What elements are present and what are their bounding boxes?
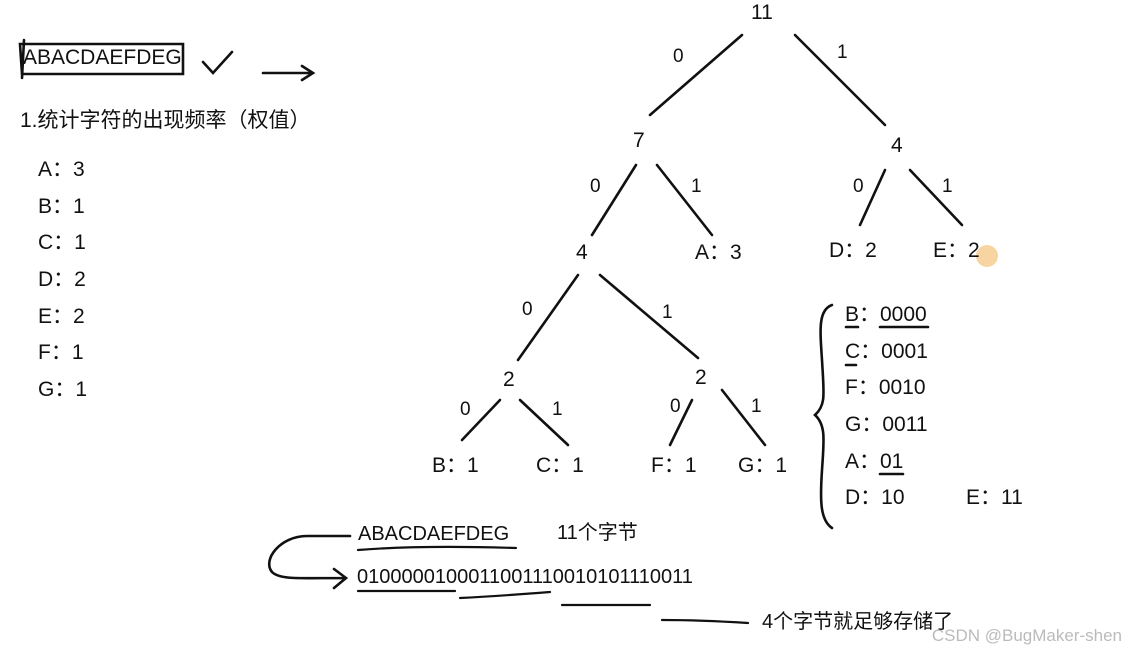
original-size: 11个字节 [557, 522, 638, 544]
edge-label: 1 [942, 176, 953, 197]
tree-node: 7 [633, 129, 645, 152]
frequency-item: F：1 [38, 341, 84, 364]
code-item: C：0001 [845, 340, 928, 363]
tree-leaf: G：1 [738, 454, 788, 477]
tree-leaf: D：2 [829, 239, 877, 262]
code-item: E：11 [966, 486, 1023, 509]
edge-label: 0 [670, 396, 681, 417]
code-item: F：0010 [845, 376, 926, 399]
encoded-bits: 0100000100011001110010101110011 [357, 566, 693, 588]
tree-leaf: F：1 [651, 454, 697, 477]
frequency-item: E：2 [38, 305, 85, 328]
code-item: A：01 [845, 450, 904, 473]
tree-node-root: 11 [751, 1, 773, 24]
frequency-item: G：1 [38, 378, 88, 401]
loop-arrow-icon [267, 534, 352, 590]
brace [813, 303, 834, 530]
input-box [18, 38, 185, 80]
input-string: ABACDAEFDEG [23, 46, 182, 69]
code-item: D：10 [845, 486, 905, 509]
tree-edges [460, 33, 964, 447]
tree-node: 2 [503, 368, 515, 391]
tree-node: 4 [576, 241, 588, 264]
original-string: ABACDAEFDEG [358, 523, 510, 545]
edge-label: 1 [662, 302, 673, 323]
arrow-right-icon [261, 64, 316, 82]
edge-label: 0 [673, 46, 684, 67]
edge-label: 1 [552, 399, 563, 420]
frequency-item: B：1 [38, 195, 85, 218]
edge-label: 0 [522, 299, 533, 320]
tree-leaf: B：1 [432, 454, 479, 477]
tree-leaf: E：2 [933, 239, 980, 262]
tree-leaf: A：3 [695, 241, 742, 264]
frequency-item: A：3 [38, 158, 85, 181]
edge-label: 1 [751, 396, 762, 417]
edge-label: 0 [853, 176, 864, 197]
tree-node: 4 [891, 134, 903, 157]
tree-node: 2 [695, 366, 707, 389]
code-item: B：0000 [845, 303, 927, 326]
frequency-item: C：1 [38, 231, 86, 254]
check-mark-icon [201, 50, 234, 75]
edge-label: 1 [837, 42, 848, 63]
step-title: 1.统计字符的出现频率（权值） [20, 109, 311, 132]
code-item: G：0011 [845, 413, 928, 436]
edge-label: 0 [460, 399, 471, 420]
edge-label: 0 [590, 176, 601, 197]
edge-label: 1 [691, 176, 702, 197]
cursor-highlight [976, 245, 998, 267]
tree-leaf: C：1 [536, 454, 584, 477]
watermark: CSDN @BugMaker-shen [931, 626, 1122, 645]
frequency-item: D：2 [38, 268, 86, 291]
encoded-size: 4个字节就足够存储了 [762, 611, 954, 633]
